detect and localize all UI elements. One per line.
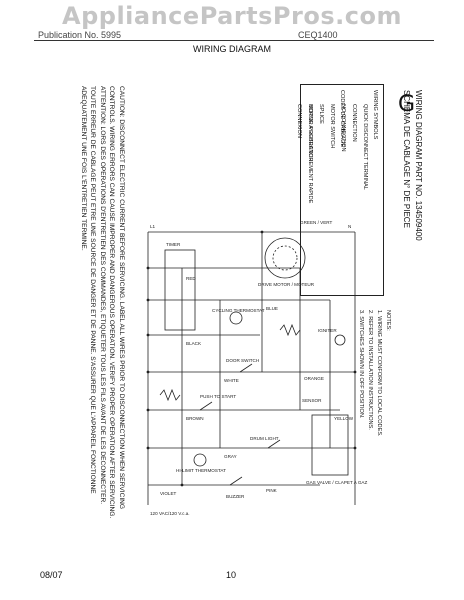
header-model: CEQ1400 bbox=[298, 30, 338, 40]
drum-light-label: DRUM LIGHT bbox=[250, 436, 279, 441]
motor-label: DRIVE MOTOR / MOTEUR bbox=[258, 282, 315, 287]
sensor-label: SENSOR bbox=[302, 398, 322, 403]
gas-valve-block bbox=[311, 414, 349, 476]
wire-color-label: BLACK bbox=[186, 341, 202, 346]
wire-color-label: BLUE bbox=[266, 306, 278, 311]
legend-box bbox=[300, 84, 384, 296]
wire-color-label: RED bbox=[186, 276, 196, 281]
wire-color-label: YELLOW bbox=[334, 416, 354, 421]
thermostat-label: CYCLING THERMOSTAT bbox=[212, 308, 265, 313]
timer-label: TIMER bbox=[166, 242, 181, 247]
wire-color-label: BROWN bbox=[186, 416, 204, 421]
voltage-label: 120 VAC/120 V.c.a. bbox=[150, 511, 190, 516]
revision-letter: G bbox=[398, 92, 416, 117]
igniter-label: IGNITER bbox=[318, 328, 337, 333]
timer-block bbox=[164, 249, 196, 331]
drive-motor-symbol bbox=[264, 237, 306, 279]
gas-valve-label: GAS VALVE / CLAPET A GAZ bbox=[306, 480, 367, 485]
terminal-l1: L1 bbox=[150, 224, 156, 229]
watermark: AppliancePartsPros.com bbox=[62, 2, 402, 30]
header-publication: Publication No. 5995 bbox=[38, 30, 122, 40]
page-title: WIRING DIAGRAM bbox=[193, 44, 271, 54]
thermostat-symbol bbox=[229, 311, 243, 325]
wire-color-label: WHITE bbox=[224, 378, 239, 383]
terminal-n: N bbox=[348, 224, 351, 229]
start-switch-label: PUSH TO START bbox=[200, 394, 236, 399]
wire-color-label: VIOLET bbox=[160, 491, 177, 496]
wire-color-label: GRAY bbox=[224, 454, 237, 459]
footer-date: 08/07 bbox=[40, 570, 63, 580]
hi-limit-symbol bbox=[193, 453, 207, 467]
wire-color-label: PINK bbox=[266, 488, 278, 493]
hi-limit-label: HI-LIMIT THERMOSTAT bbox=[176, 468, 226, 473]
buzzer-label: BUZZER bbox=[226, 494, 245, 499]
footer-page-number: 10 bbox=[226, 570, 237, 580]
wire-color-label: ORANGE bbox=[304, 376, 324, 381]
header-rule bbox=[34, 40, 434, 41]
door-switch-label: DOOR SWITCH bbox=[226, 358, 259, 363]
igniter-symbol bbox=[334, 334, 346, 346]
ground-label: GREEN / VERT bbox=[300, 220, 333, 225]
